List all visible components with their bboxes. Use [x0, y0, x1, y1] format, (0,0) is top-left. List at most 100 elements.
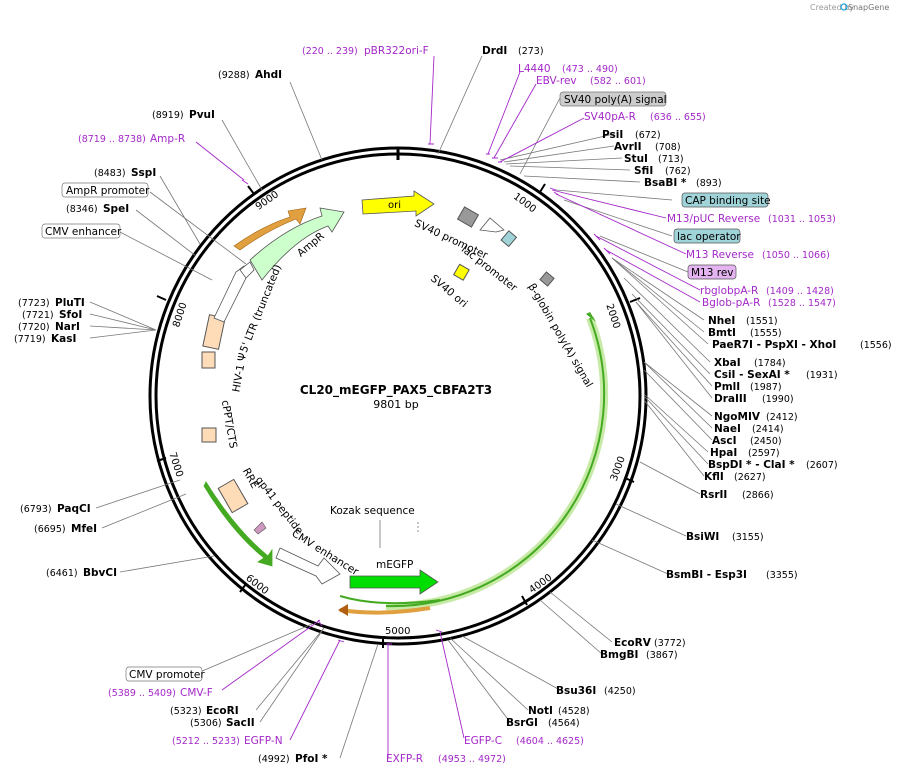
- enzyme-name: BmtI: [708, 327, 736, 339]
- enzyme-pos: (1555): [750, 328, 782, 339]
- enzyme-pos: (672): [635, 130, 661, 141]
- enzyme-name: NheI: [708, 315, 735, 327]
- primer-pos: (8719 .. 8738): [78, 134, 146, 145]
- enzyme-pos: (1990): [762, 394, 794, 405]
- primer-name: EXFP-R: [386, 753, 423, 765]
- boxed-label: CAP binding site: [685, 195, 771, 207]
- tick-label-2000: 2000: [603, 302, 621, 330]
- cppt-label: cPPT/CTS: [219, 399, 239, 449]
- kozak-label: Kozak sequence: [330, 505, 415, 517]
- boxed-label: CMV promoter: [129, 669, 205, 681]
- hiv-psi-label: HIV-1 Ψ: [230, 352, 249, 393]
- pax5-orf-arc: [385, 317, 606, 608]
- primer-pos: (1409 .. 1428): [766, 286, 834, 297]
- primer-name: pBR322ori-F: [364, 45, 429, 57]
- enzyme-name: NgoMIV: [714, 411, 761, 423]
- primer-name: EGFP-C: [464, 735, 502, 747]
- primer-pos: (1050 .. 1066): [762, 250, 830, 261]
- enzyme-name: EcoRI: [206, 705, 239, 717]
- enzyme-name: PluTI: [55, 297, 85, 309]
- primer-name: M13/pUC Reverse: [667, 213, 760, 225]
- enzyme-name: MfeI: [71, 523, 97, 535]
- gp41-block: [253, 521, 267, 535]
- enzyme-pos: (4250): [604, 686, 636, 697]
- enzyme-name: PsiI: [602, 129, 623, 141]
- enzyme-pos: (7720): [18, 322, 50, 333]
- cppt-block: [201, 427, 217, 443]
- enzyme-pos: (7721): [22, 310, 54, 321]
- enzyme-pos: (7723): [18, 298, 50, 309]
- primer-name: EGFP-N: [244, 735, 283, 747]
- primer-pos: (220 .. 239): [302, 46, 358, 57]
- enzyme-pos: (6695): [34, 524, 66, 535]
- primer-pos: (4953 .. 4972): [438, 754, 506, 765]
- enzyme-name: NaeI: [714, 423, 741, 435]
- enzyme-pos: (893): [696, 178, 722, 189]
- enzyme-name: SacII: [226, 717, 255, 729]
- primer-name: L4440: [518, 63, 551, 75]
- boxed-label: SV40 poly(A) signal: [564, 94, 667, 106]
- enzyme-labels: DrdI (273) (9288) AhdI (8919) PvuI (8483…: [14, 45, 892, 765]
- enzyme-pos: (713): [658, 154, 684, 165]
- enzyme-name: DrdI: [482, 45, 507, 57]
- lac-operator-block: [500, 230, 518, 248]
- enzyme-name: BmgBI: [600, 649, 638, 661]
- enzyme-name: BsrGI: [506, 717, 538, 729]
- boxed-labels: SV40 poly(A) signal CAP binding site lac…: [41, 91, 771, 682]
- enzyme-name: HpaI: [710, 447, 737, 459]
- plasmid-length: 9801 bp: [373, 398, 418, 411]
- enzyme-name: SfoI: [59, 309, 82, 321]
- enzyme-pos: (4564): [548, 718, 580, 729]
- primer-name: EBV-rev: [536, 75, 577, 87]
- credit-prefix: Created by: [810, 3, 854, 12]
- primer-name: Amp-R: [150, 133, 185, 145]
- megfp-label: mEGFP: [376, 559, 413, 571]
- enzyme-pos: (3867): [646, 650, 678, 661]
- primer-name: rbglobpA-R: [700, 285, 758, 297]
- enzyme-leaders: [89, 55, 713, 759]
- sv40-promoter-block: [456, 206, 480, 228]
- enzyme-pos: (6793): [20, 504, 52, 515]
- enzyme-name: AvrII: [614, 141, 642, 153]
- primer-pos: (5389 .. 5409): [108, 688, 176, 699]
- ori-label: ori: [388, 200, 401, 211]
- credit-brand: SnapGene: [848, 3, 889, 12]
- enzyme-pos: (2627): [734, 472, 766, 483]
- enzyme-pos: (708): [655, 142, 681, 153]
- enzyme-name: SfiI: [634, 165, 653, 177]
- enzyme-name: BbvCI: [83, 567, 117, 579]
- boxed-label: lac operator: [677, 231, 741, 243]
- enzyme-name: StuI: [624, 153, 648, 165]
- primer-name: SV40pA-R: [584, 111, 636, 123]
- enzyme-name: BsaBI *: [644, 177, 687, 189]
- primer-name: Bglob-pA-R: [702, 297, 760, 309]
- lac-promoter-arrow: [479, 217, 505, 233]
- enzyme-name: BsiWI: [686, 531, 719, 543]
- enzyme-pos: (1931): [806, 370, 838, 381]
- enzyme-pos: (4528): [558, 706, 590, 717]
- sv40-ori-block: [452, 263, 470, 281]
- primer-pos: (636 .. 655): [650, 112, 706, 123]
- boxed-label: AmpR promoter: [66, 185, 150, 197]
- primer-pos: (1031 .. 1053): [768, 214, 836, 225]
- enzyme-name: DraIII: [714, 393, 747, 405]
- enzyme-pos: (8346): [66, 204, 98, 215]
- enzyme-name: PfoI *: [295, 753, 328, 765]
- enzyme-pos: (6461): [46, 568, 78, 579]
- enzyme-name: PvuI: [189, 109, 215, 121]
- enzyme-pos: (1551): [746, 316, 778, 327]
- ampr-promoter-arrow: [239, 261, 255, 279]
- enzyme-pos: (2414): [752, 424, 784, 435]
- enzyme-name: AscI: [712, 435, 737, 447]
- boxed-label: M13 rev: [691, 267, 734, 279]
- megfp-arrow: [349, 569, 439, 595]
- enzyme-pos: (2597): [748, 448, 780, 459]
- primer-leaders: [195, 55, 701, 758]
- enzyme-pos: (9288): [218, 70, 250, 81]
- enzyme-pos: (3355): [766, 570, 798, 581]
- enzyme-pos: (3772): [654, 638, 686, 649]
- enzyme-name: KasI: [51, 333, 76, 345]
- primer-name: M13 Reverse: [686, 249, 754, 261]
- rre-block: [217, 478, 249, 514]
